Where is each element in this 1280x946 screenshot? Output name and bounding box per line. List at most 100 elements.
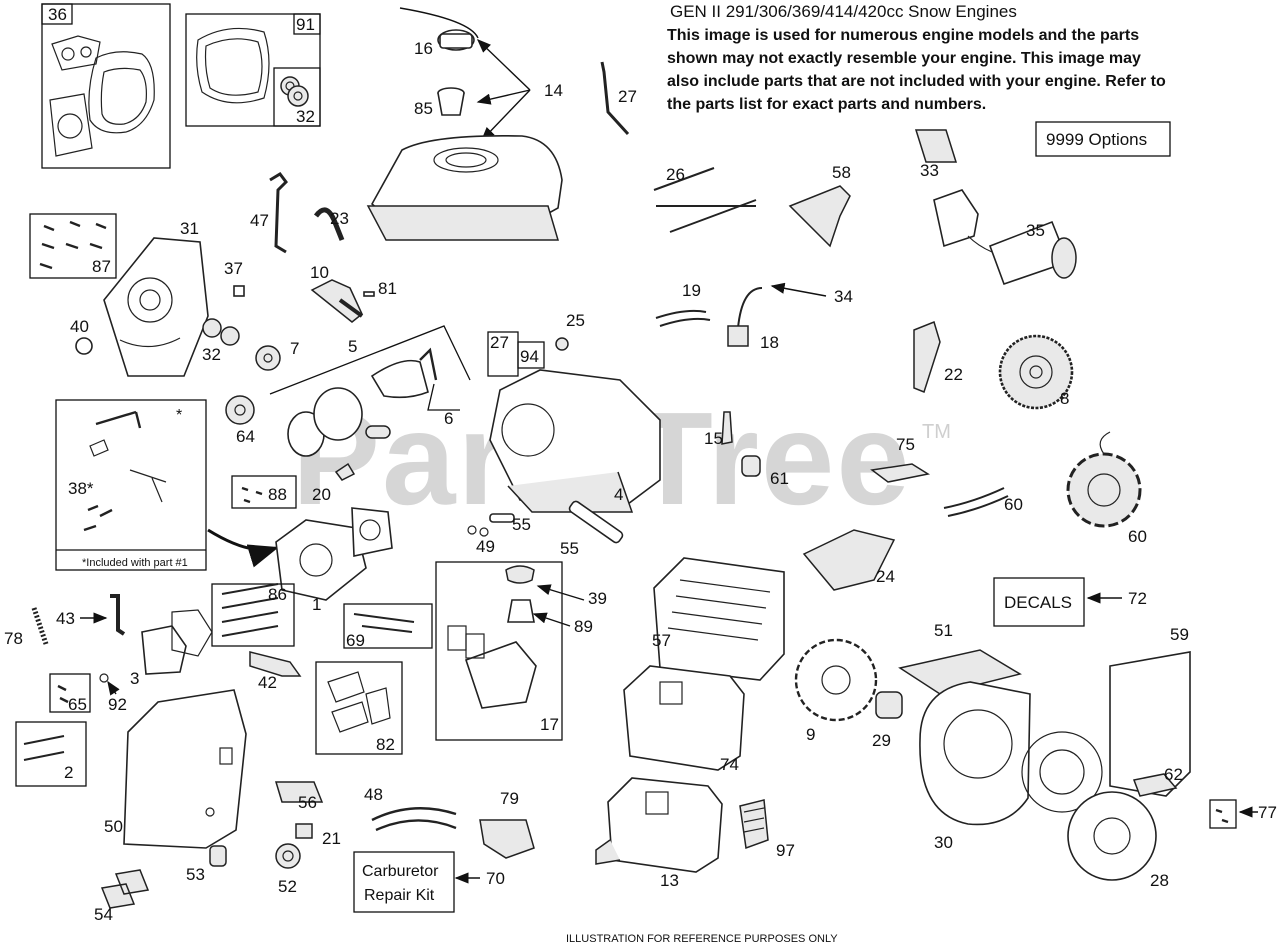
fuel-filter[interactable]	[437, 87, 465, 116]
flywheel-gear[interactable]	[998, 334, 1074, 410]
oil-fill-cap[interactable]	[233, 285, 245, 297]
crank-key[interactable]	[363, 291, 375, 297]
breather-hose[interactable]	[313, 207, 345, 241]
starter-relay[interactable]	[933, 189, 979, 248]
carb-repair-kit-box[interactable]: Carburetor Repair Kit	[353, 851, 455, 913]
electric-starter[interactable]	[967, 220, 1077, 286]
blower-housing[interactable]	[919, 681, 1031, 826]
fuel-cap[interactable]	[437, 29, 475, 51]
callout-60b: 60	[1128, 527, 1147, 546]
starter-cup[interactable]	[875, 691, 903, 719]
callout-34: 34	[834, 287, 853, 306]
spark-plug[interactable]	[334, 462, 356, 481]
governor-spring[interactable]	[31, 607, 49, 645]
head-bolt-kit-86[interactable]: 86	[211, 583, 295, 647]
muffler-74[interactable]	[623, 665, 745, 771]
rocker-kit-69[interactable]: 69	[343, 603, 433, 650]
crankcase-cover[interactable]	[103, 237, 209, 377]
alternator-stator[interactable]	[1066, 431, 1142, 528]
muffler-guard-57[interactable]	[653, 557, 785, 681]
throttle-cable-26[interactable]	[653, 167, 757, 233]
choke-rod[interactable]	[600, 61, 630, 136]
callout-79: 79	[500, 789, 519, 808]
washer-49[interactable]	[467, 525, 489, 537]
side-panel-59[interactable]	[1109, 651, 1191, 797]
throttle-bracket[interactable]	[249, 651, 302, 677]
piston-assembly[interactable]	[287, 347, 438, 457]
callout-33: 33	[920, 161, 939, 180]
recoil-starter[interactable]	[1067, 791, 1157, 881]
baffle-24[interactable]	[802, 529, 896, 591]
blower-fan[interactable]	[794, 638, 878, 722]
heat-shield-51[interactable]	[898, 649, 1022, 695]
wire-19[interactable]	[655, 309, 711, 327]
callout-88: 88	[268, 485, 287, 504]
footer-note: ILLUSTRATION FOR REFERENCE PURPOSES ONLY	[566, 933, 838, 945]
bracket-15[interactable]	[721, 411, 733, 445]
intake-manifold[interactable]	[141, 609, 213, 675]
screw-kit-65[interactable]: 65	[49, 673, 91, 714]
knob-61[interactable]	[741, 455, 761, 477]
kit-77[interactable]	[1209, 799, 1237, 829]
callout-64: 64	[236, 427, 255, 446]
callout-13: 13	[660, 871, 679, 890]
decals-box[interactable]: DECALS	[993, 577, 1085, 627]
engine-shroud[interactable]	[123, 689, 247, 849]
switch-21[interactable]	[295, 823, 313, 839]
ring-gasket[interactable]	[1021, 731, 1103, 813]
screw-kit-87[interactable]: 87	[29, 213, 117, 279]
cable-clamp-2[interactable]: 2	[15, 721, 87, 787]
bracket-22[interactable]	[913, 320, 941, 393]
starter-handle[interactable]	[1132, 773, 1178, 797]
gasket-91-group[interactable]: 91 32	[185, 13, 321, 127]
options-box[interactable]: 9999 Options	[1035, 121, 1171, 157]
fuel-tank[interactable]	[366, 134, 563, 241]
bearing-pair[interactable]	[202, 318, 240, 346]
spark-arrestor[interactable]	[739, 799, 769, 850]
dowel-pins[interactable]	[489, 500, 624, 544]
cam-gear[interactable]	[225, 395, 255, 425]
callout-39: 39	[588, 589, 607, 608]
bracket-79[interactable]	[479, 819, 535, 859]
knob-53[interactable]	[209, 845, 227, 867]
ignition-lead-18[interactable]	[727, 287, 763, 347]
muffler-13[interactable]	[595, 777, 723, 873]
callout-87: 87	[92, 257, 111, 276]
choke-levers[interactable]	[100, 869, 150, 909]
screw-kit-88[interactable]: 88	[231, 475, 297, 509]
callout-53: 53	[186, 865, 205, 884]
stop-switch[interactable]	[274, 781, 324, 803]
callout-65: 65	[68, 695, 87, 714]
governor-gear[interactable]	[255, 345, 281, 371]
bolt-92[interactable]	[99, 673, 109, 683]
clip-33[interactable]	[914, 129, 958, 163]
cover-plug[interactable]	[75, 337, 93, 355]
kit-27-94[interactable]: 27 94	[487, 331, 545, 377]
crankshaft[interactable]	[310, 279, 364, 323]
dipstick-tube[interactable]	[269, 172, 288, 254]
callout-86: 86	[268, 585, 287, 604]
gasket-kit-group[interactable]: 36	[41, 3, 171, 169]
drain-plug[interactable]	[555, 337, 569, 351]
callout-62: 62	[1164, 765, 1183, 784]
bracket-58[interactable]	[788, 185, 851, 248]
wire-harness[interactable]	[371, 807, 457, 832]
callout-81: 81	[378, 279, 397, 298]
carburetor-group[interactable]	[435, 561, 563, 741]
callout-43: 43	[56, 609, 75, 628]
callout-38: 38*	[68, 479, 94, 498]
engine-block[interactable]	[489, 369, 661, 513]
callout-27a: 27	[618, 87, 637, 106]
valve-kit-38[interactable]: 38* * *Included with part #1	[55, 399, 207, 571]
cylinder-head[interactable]	[275, 507, 393, 601]
callout-55b: 55	[560, 539, 579, 558]
callout-3: 3	[130, 669, 139, 688]
callout-47: 47	[250, 211, 269, 230]
wire-60a[interactable]	[943, 487, 1009, 517]
gasket-kit-82[interactable]: 82	[315, 661, 403, 755]
bracket-75[interactable]	[870, 463, 930, 483]
primer-bulb[interactable]	[275, 843, 301, 869]
control-link[interactable]	[110, 594, 126, 636]
notice-line-2: shown may not exactly resemble your engi…	[667, 50, 1141, 67]
callout-26: 26	[666, 165, 685, 184]
